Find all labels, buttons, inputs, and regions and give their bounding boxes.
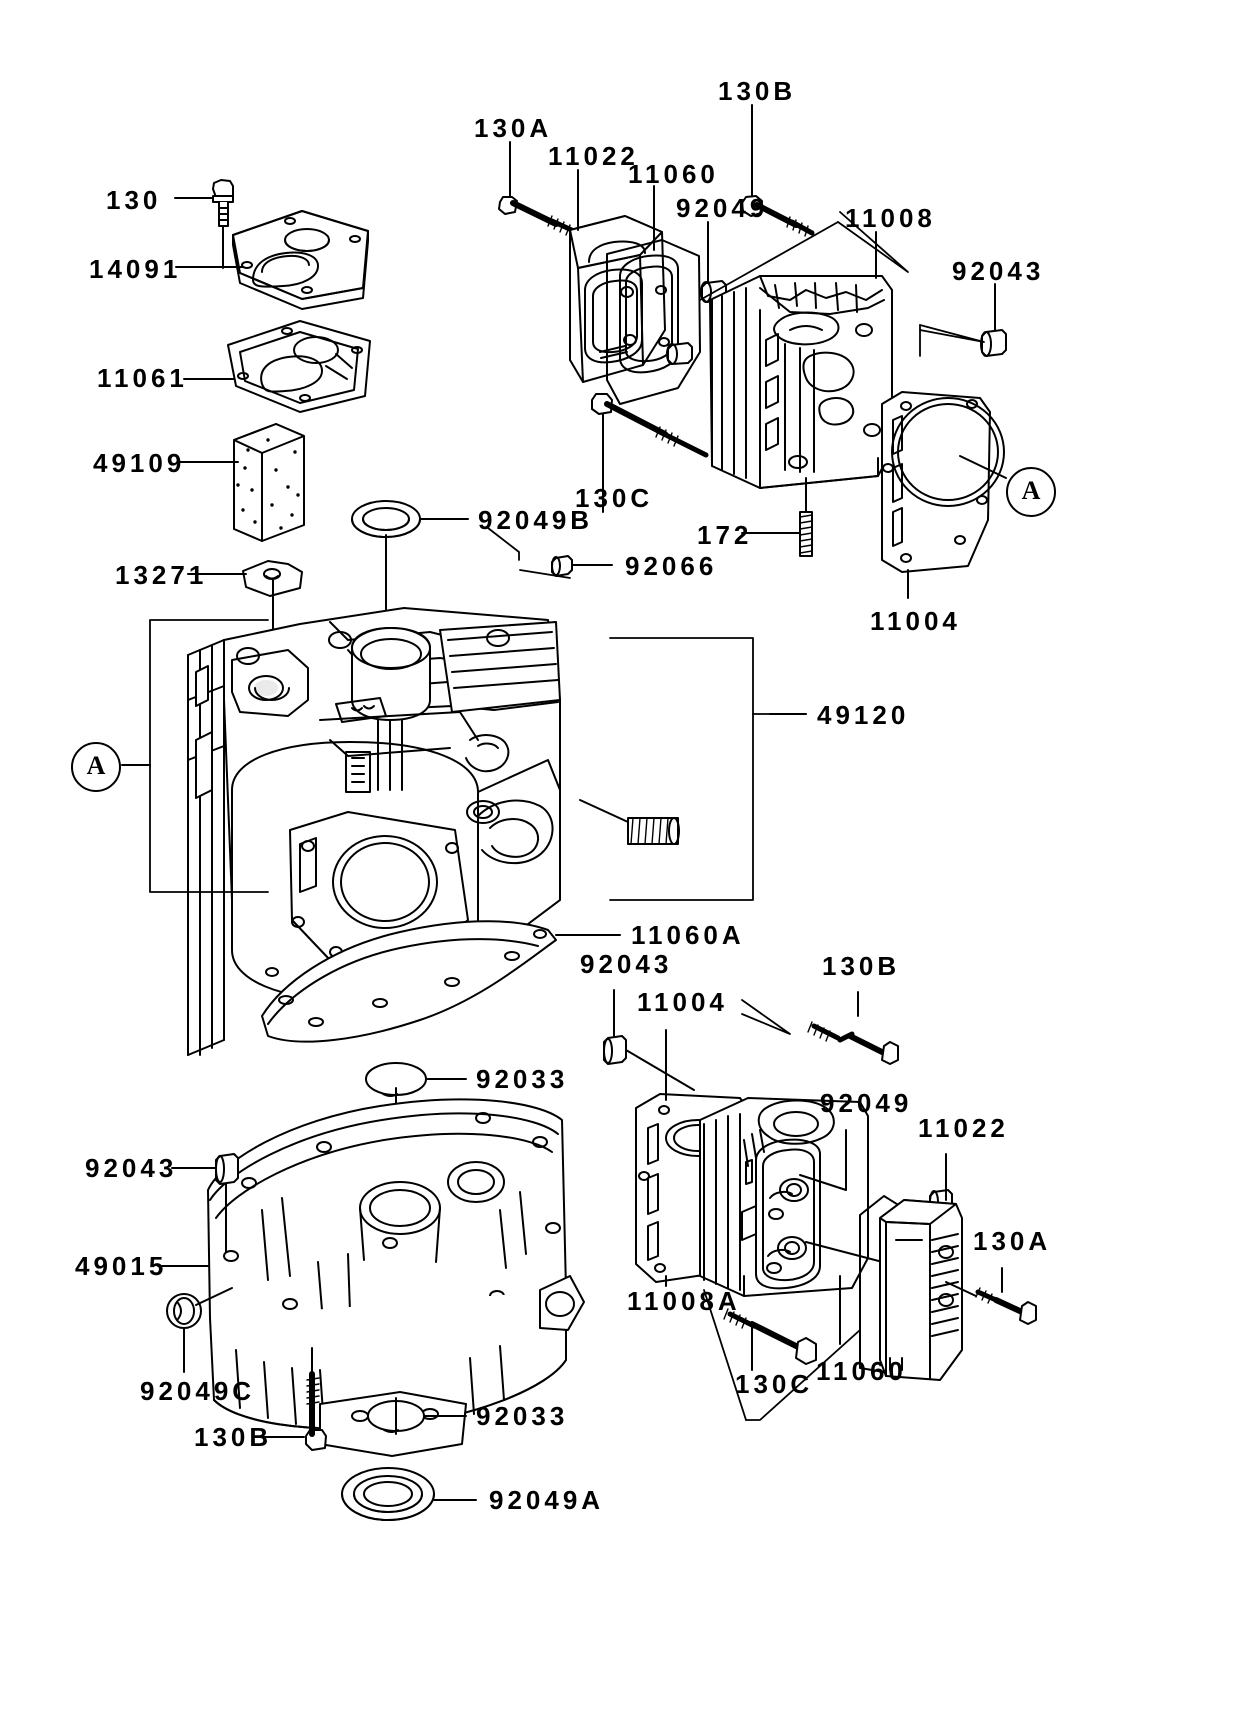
leader-92043-mid-b: [625, 1049, 695, 1091]
leader-11008A-v: [745, 1329, 861, 1421]
callout-11008: 11008: [845, 203, 936, 233]
part-11022-rocker-cover-bottom: [879, 1199, 963, 1381]
callout-130b-top: 130B: [718, 76, 797, 106]
callout-11060-bot: 11060: [816, 1356, 907, 1386]
leader-92049B-v: [487, 527, 520, 561]
part-11060-gasket: [606, 239, 701, 405]
callout-92043-bot: 92043: [85, 1153, 178, 1183]
callout-92049b: 92049B: [478, 505, 594, 535]
callout-11022-bot: 11022: [918, 1113, 1009, 1143]
part-92043-dowel-top: [980, 329, 1007, 357]
bracket-49120-bottom: [609, 713, 754, 901]
part-130B-bolt-bottom: [305, 1347, 327, 1451]
reference-marker-a-right: A: [1006, 467, 1056, 517]
part-92049B-seal: [351, 500, 421, 538]
leader-92066-v: [519, 569, 571, 579]
callout-92043-top: 92043: [952, 256, 1045, 286]
callout-130: 130: [106, 185, 162, 215]
callout-92049c: 92049C: [140, 1376, 256, 1406]
part-11022-rocker-cover: [569, 215, 666, 383]
bracket-a-left-top: [149, 619, 269, 766]
callout-11004-mid: 11004: [637, 987, 728, 1017]
part-49120-stud: [579, 799, 680, 845]
callout-14091: 14091: [89, 254, 182, 284]
callout-92043-mid: 92043: [580, 949, 673, 979]
callout-130c-bot: 130C: [735, 1369, 814, 1399]
callout-11060-top: 11060: [628, 159, 719, 189]
callout-49015: 49015: [75, 1251, 168, 1281]
part-92049A-seal: [341, 1467, 435, 1521]
callout-49120: 49120: [817, 700, 910, 730]
callout-92049a: 92049A: [489, 1485, 605, 1515]
part-92066-plug: [551, 555, 573, 577]
part-130-bolt: [212, 179, 234, 269]
callout-92033-top: 92033: [476, 1064, 569, 1094]
part-130C-bolt-bottom: [723, 1308, 817, 1365]
bracket-a-left-bottom: [149, 764, 269, 893]
part-11060A-gasket: [261, 920, 557, 1043]
leader-92043-v-top: [919, 324, 985, 343]
part-13271-plate: [242, 560, 303, 597]
part-130B-bolt-mid: [807, 1021, 899, 1065]
leader-11008-v: [837, 211, 909, 273]
part-172-stud: [799, 477, 813, 557]
callout-130c: 130C: [575, 483, 654, 513]
leader-130B-mid-v: [741, 999, 791, 1035]
reference-marker-a-left: A: [71, 742, 121, 792]
part-49109-filter: [233, 423, 305, 542]
leader-92049-bottom-b: [799, 1174, 847, 1191]
callout-130a-top: 130A: [474, 113, 553, 143]
callout-92066: 92066: [625, 551, 718, 581]
part-11008-cylinder-head: [709, 275, 893, 489]
part-130A-bolt: [498, 196, 579, 236]
part-11061-gasket: [227, 320, 371, 413]
part-14091-cover: [232, 210, 369, 310]
callout-49109: 49109: [93, 448, 186, 478]
part-92049-seal-top-2: [666, 342, 693, 365]
part-11008A-cylinder-head: [699, 1097, 869, 1297]
callout-92049-mid: 92049: [820, 1088, 913, 1118]
leader-a-right: [959, 455, 1007, 479]
callout-92033-bot: 92033: [476, 1401, 569, 1431]
part-130C-bolt: [591, 393, 709, 458]
callout-11004-top: 11004: [870, 606, 961, 636]
bracket-49120-top: [609, 637, 807, 715]
part-92049C-seal: [166, 1293, 202, 1329]
part-92043-dowel-mid: [603, 1035, 627, 1065]
part-49120-cylinder-block: [187, 607, 561, 1056]
callout-130b-mid: 130B: [822, 951, 901, 981]
callout-13271: 13271: [115, 560, 208, 590]
callout-130a-bot: 130A: [973, 1226, 1052, 1256]
part-130B-bolt-top: [741, 195, 815, 237]
leader-11008-b: [699, 221, 839, 301]
part-11004-head-gasket: [881, 391, 1005, 573]
callout-130b-bot: 130B: [194, 1422, 273, 1452]
callout-172: 172: [697, 520, 753, 550]
callout-11061: 11061: [97, 363, 188, 393]
part-92043-dowel-bottom: [215, 1153, 239, 1185]
part-130A-bolt-bottom: [945, 1281, 1037, 1325]
callout-11022-top: 11022: [548, 141, 639, 171]
callout-11008a: 11008A: [627, 1286, 741, 1316]
callout-11060a: 11060A: [631, 920, 745, 950]
callout-92049-top: 92049: [676, 193, 769, 223]
leader-92049C-b: [195, 1287, 233, 1306]
